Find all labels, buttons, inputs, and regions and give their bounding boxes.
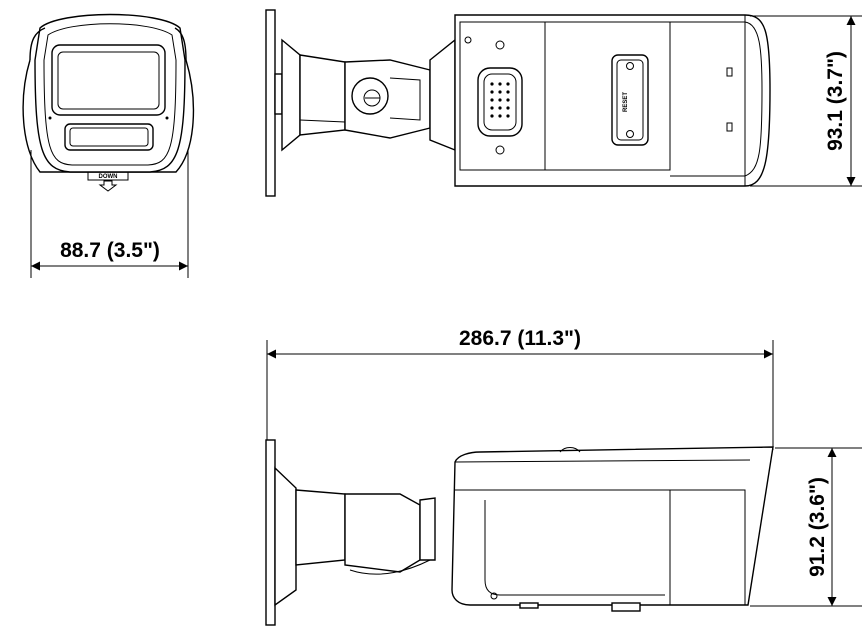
top-view-wall-plate (265, 9, 276, 197)
top-view: RESET 93.1 (3.7") (265, 9, 862, 197)
top-view-reset-cover (611, 54, 649, 146)
top-view-joint (351, 77, 389, 115)
side-height-label: 91.2 (3.6") (806, 477, 829, 577)
side-view-bottom-connector (611, 602, 641, 612)
front-view: DOWN 88.7 (3.5") (22, 13, 195, 278)
top-view-vent (477, 67, 523, 137)
side-view: 286.7 (11.3") 91.2 (3.6") (265, 327, 862, 626)
overall-length-label: 286.7 (11.3") (459, 327, 581, 350)
side-view-wall-plate (265, 439, 276, 626)
top-height-label: 93.1 (3.7") (824, 51, 847, 151)
front-view-ir-window (64, 123, 154, 151)
reset-label: RESET (623, 92, 629, 112)
front-view-mount-ring (22, 59, 195, 173)
front-width-label: 88.7 (3.5") (60, 239, 160, 262)
down-arrow-icon (98, 180, 118, 192)
front-view-lens-window (51, 44, 166, 116)
side-view-body (451, 446, 774, 606)
front-arrow-text: DOWN (99, 174, 118, 180)
